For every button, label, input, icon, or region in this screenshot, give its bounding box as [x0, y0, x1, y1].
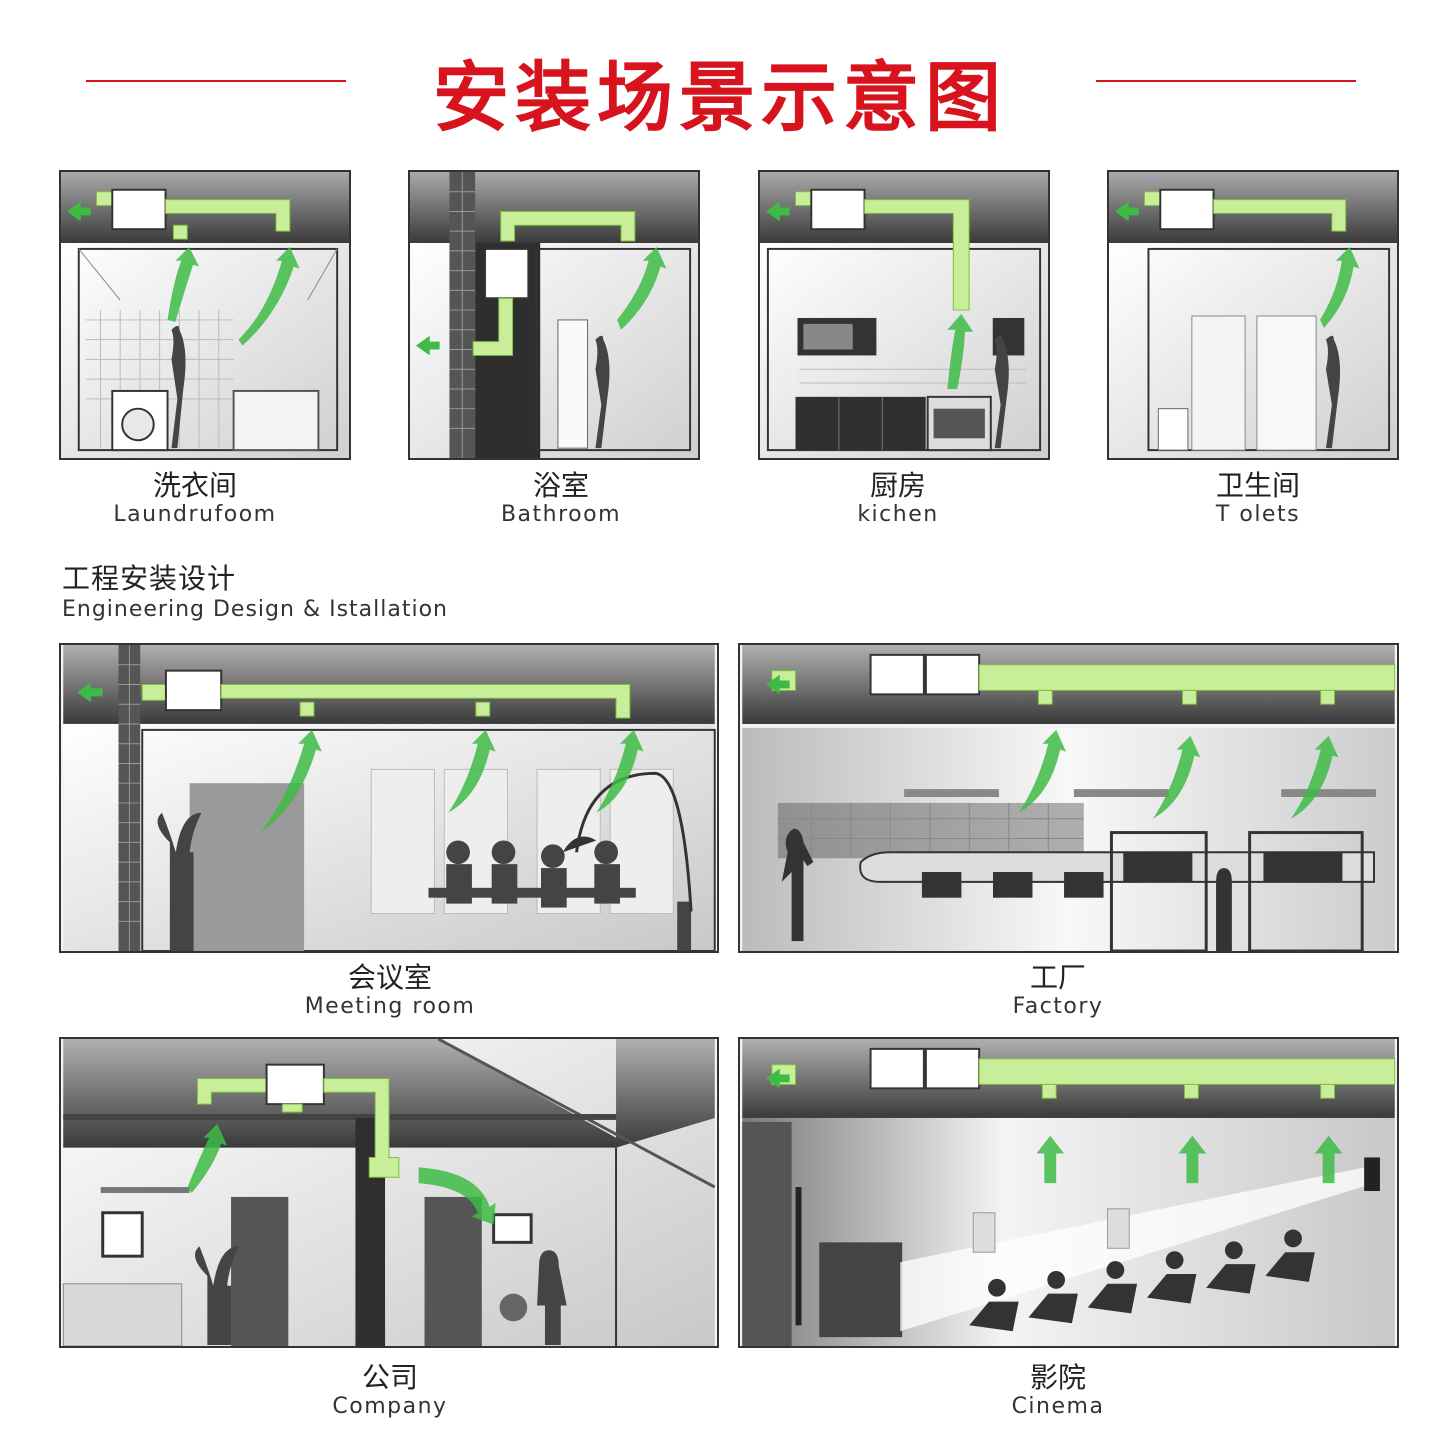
scene-cinema-illustration	[738, 1037, 1399, 1348]
caption-cinema-zh: 影院	[1029, 1361, 1086, 1394]
caption-laundry-zh: 洗衣间	[152, 469, 237, 502]
caption-laundry: 洗衣间 Laundrufoom	[59, 470, 331, 528]
caption-bathroom-zh: 浴室	[532, 469, 589, 502]
bathroom-svg	[410, 172, 698, 458]
scene-meeting-room-illustration	[59, 643, 719, 953]
section-heading-en: Engineering Design & Istallation	[62, 597, 448, 622]
caption-cinema-en: Cinema	[1011, 1394, 1105, 1419]
title-rule-left	[86, 80, 346, 82]
caption-company: 公司 Company	[240, 1362, 540, 1420]
page-title: 安装场景示意图	[433, 53, 1007, 142]
caption-toilets: 卫生间 T olets	[1115, 470, 1401, 528]
scene-bathroom-illustration	[408, 170, 700, 460]
caption-kitchen: 厨房 kichen	[756, 470, 1040, 528]
caption-kitchen-en: kichen	[857, 502, 939, 527]
kitchen-svg	[760, 172, 1048, 458]
scene-toilets-illustration	[1107, 170, 1399, 460]
caption-laundry-en: Laundrufoom	[113, 502, 277, 527]
caption-toilets-zh: 卫生间	[1215, 469, 1300, 502]
scene-laundry-illustration	[59, 170, 351, 460]
caption-toilets-en: T olets	[1215, 502, 1301, 527]
scene-factory-illustration	[738, 643, 1399, 953]
section-heading-zh: 工程安装设计	[62, 562, 237, 595]
caption-meeting-room: 会议室 Meeting room	[240, 962, 540, 1020]
page-header: 安装场景示意图	[0, 28, 1440, 142]
factory-svg	[742, 645, 1396, 951]
caption-meeting-room-zh: 会议室	[347, 961, 432, 994]
caption-bathroom-en: Bathroom	[500, 502, 622, 527]
toilets-svg	[1109, 172, 1397, 458]
cinema-svg	[742, 1039, 1396, 1346]
company-svg	[62, 1039, 716, 1346]
laundry-svg	[61, 172, 349, 458]
caption-company-en: Company	[332, 1394, 448, 1419]
meeting-room-svg	[63, 645, 716, 951]
caption-factory-zh: 工厂	[1029, 961, 1086, 994]
caption-factory: 工厂 Factory	[908, 962, 1208, 1020]
scene-kitchen-illustration	[758, 170, 1050, 460]
section-heading: 工程安装设计 Engineering Design & Istallation	[62, 562, 448, 624]
caption-cinema: 影院 Cinema	[908, 1362, 1208, 1420]
caption-bathroom: 浴室 Bathroom	[418, 470, 704, 528]
caption-factory-en: Factory	[1012, 994, 1104, 1019]
scene-company-illustration	[59, 1037, 719, 1348]
caption-kitchen-zh: 厨房	[869, 469, 926, 502]
caption-meeting-room-en: Meeting room	[304, 994, 476, 1019]
title-rule-right	[1096, 80, 1356, 82]
caption-company-zh: 公司	[361, 1361, 418, 1394]
